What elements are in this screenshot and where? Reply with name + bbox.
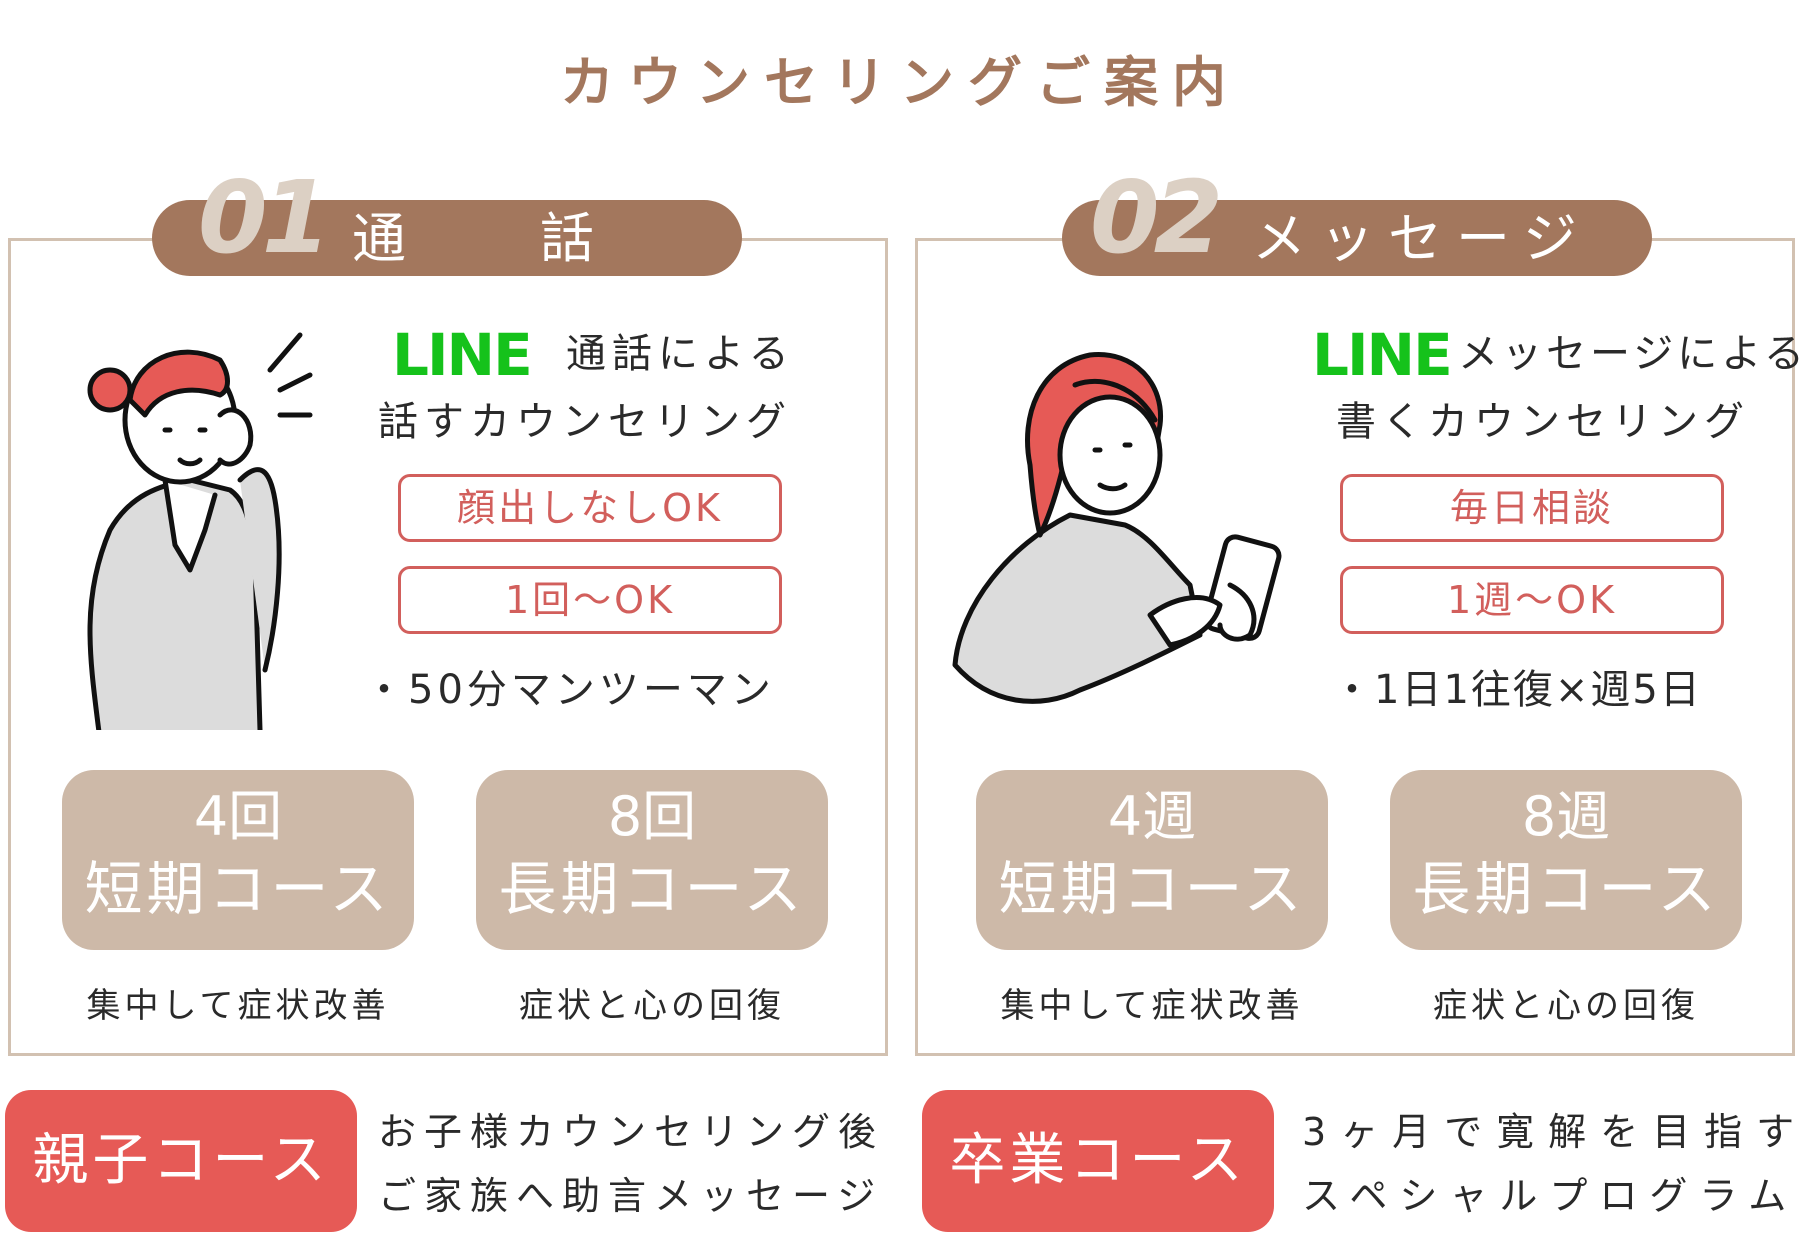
woman-phone-call-icon xyxy=(87,332,313,730)
call-header-pill xyxy=(152,200,742,276)
message-short-course-count: 4週 xyxy=(1107,785,1197,848)
message-long-course-label: 長期コース xyxy=(1412,855,1720,923)
call-label: 通 話 xyxy=(352,207,634,270)
graduation-course-button[interactable]: 卒業コース xyxy=(922,1090,1274,1232)
call-bullet: ・50分マンツーマン xyxy=(364,667,775,713)
call-short-course-desc: 集中して症状改善 xyxy=(86,986,390,1026)
message-label: メッセージ xyxy=(1252,207,1591,270)
call-short-course-count: 4回 xyxy=(193,785,283,848)
graduation-desc-2: スペシャルプログラム xyxy=(1302,1174,1799,1218)
message-heading-1: メッセージによる xyxy=(1458,331,1800,377)
message-short-course-button[interactable]: 4週 短期コース xyxy=(976,770,1328,950)
call-heading-2: 話すカウンセリング xyxy=(378,399,792,445)
message-short-course-label: 短期コース xyxy=(998,855,1306,923)
call-heading-1: 通話による xyxy=(566,331,795,377)
line-logo-2: LINE xyxy=(1312,321,1453,389)
message-heading-2: 書くカウンセリング xyxy=(1336,399,1750,445)
message-long-course-desc: 症状と心の回復 xyxy=(1433,986,1699,1026)
parent-child-desc-2: ご家族へ助言メッセージ xyxy=(378,1174,884,1218)
daily-consult-tag: 毎日相談 xyxy=(1340,474,1724,542)
woman-smartphone-message-icon xyxy=(952,352,1282,704)
call-short-course-button[interactable]: 4回 短期コース xyxy=(62,770,414,950)
call-long-course-count: 8回 xyxy=(607,785,697,848)
line-logo: LINE xyxy=(392,321,533,389)
call-long-course-label: 長期コース xyxy=(498,855,806,923)
parent-child-desc-1: お子様カウンセリング後 xyxy=(378,1110,885,1154)
no-face-ok-tag: 顔出しなしOK xyxy=(398,474,782,542)
page-title: カウンセリングご案内 xyxy=(560,51,1240,114)
call-number: 01 xyxy=(198,159,331,276)
single-week-ok-tag: 1週〜OK xyxy=(1340,566,1724,634)
call-long-course-desc: 症状と心の回復 xyxy=(519,986,785,1026)
parent-child-course-button[interactable]: 親子コース xyxy=(5,1090,357,1232)
call-short-course-label: 短期コース xyxy=(84,855,392,923)
message-long-course-button[interactable]: 8週 長期コース xyxy=(1390,770,1742,950)
message-header-pill xyxy=(1062,200,1652,276)
message-bullet: ・1日1往復×週5日 xyxy=(1332,667,1702,713)
graduation-desc-1: 3ヶ月で寛解を目指す xyxy=(1302,1110,1800,1154)
call-long-course-button[interactable]: 8回 長期コース xyxy=(476,770,828,950)
message-short-course-desc: 集中して症状改善 xyxy=(1000,986,1304,1026)
message-long-course-count: 8週 xyxy=(1521,785,1611,848)
message-number: 02 xyxy=(1090,159,1223,276)
single-session-ok-tag: 1回〜OK xyxy=(398,566,782,634)
